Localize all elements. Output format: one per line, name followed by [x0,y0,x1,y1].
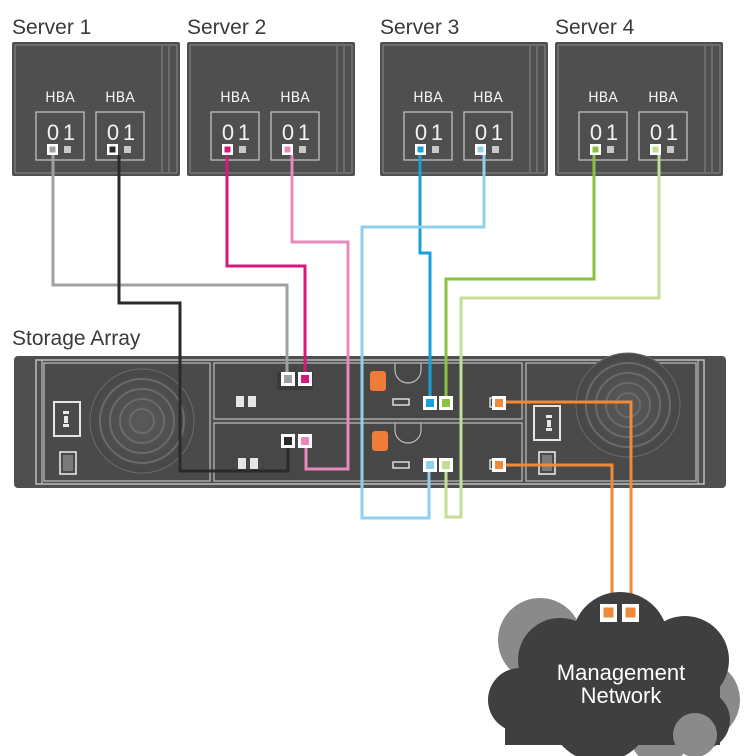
server-1-label: Server 1 [12,16,91,39]
port-number: 0 [107,120,119,145]
port-number: 0 [590,120,602,145]
hba-label: HBA [105,90,135,106]
cable-server4-hba0 [444,155,596,400]
hba-label: HBA [280,90,310,106]
hba-port-icon[interactable] [239,146,246,153]
cable-server4-hba1 [444,155,661,519]
hba-port-icon[interactable] [607,146,614,153]
hba-port-icon[interactable] [64,146,71,153]
ethernet-port-icon[interactable] [250,458,258,469]
port-number: 1 [238,120,250,145]
hba-port-icon[interactable] [667,146,674,153]
server-chassis [12,42,180,176]
ethernet-port-icon[interactable] [238,458,246,469]
power-inlet-icon[interactable] [533,405,561,441]
hba-label: HBA [45,90,75,106]
port-number: 1 [491,120,503,145]
cable-management-ctrl1 [500,463,614,612]
hba-card-0 [403,111,453,161]
status-led-icon [372,431,388,451]
server-3-label: Server 3 [380,16,459,39]
port-number: 1 [63,120,75,145]
hba-card-0 [35,111,85,161]
status-led-icon [370,371,386,391]
hba-label: HBA [413,90,443,106]
hba-label: HBA [473,90,503,106]
port-number: 0 [475,120,487,145]
port-number: 0 [47,120,59,145]
port-number: 0 [650,120,662,145]
hba-label: HBA [220,90,250,106]
power-supply-left [43,362,211,482]
cable-server2-hba0 [225,155,307,378]
cloud-label-line2: Network [581,683,663,708]
power-switch-icon[interactable] [59,451,77,475]
hba-card-1 [270,111,320,161]
cable-server1-hba0 [51,155,289,378]
port-number: 0 [222,120,234,145]
hba-label: HBA [588,90,618,106]
hba-card-1 [638,111,688,161]
array-host-ports [281,372,506,472]
port-number: 0 [415,120,427,145]
hba-card-1 [463,111,513,161]
cable-server3-hba1 [360,155,486,520]
ethernet-port-icon[interactable] [236,396,244,407]
power-switch-icon[interactable] [538,451,556,475]
server-1: Server 1 HBA HBA 0 1 0 1 [12,16,180,176]
port-number: 1 [606,120,618,145]
usb-port-icon[interactable] [392,461,410,469]
fan-grille-icon [575,352,681,458]
port-number: 1 [431,120,443,145]
hba-port-icon[interactable] [299,146,306,153]
hba-port-icon[interactable] [432,146,439,153]
server-4-label: Server 4 [555,16,635,39]
hba-port-icon[interactable] [124,146,131,153]
hba-label: HBA [648,90,678,106]
server-chassis [555,42,723,176]
hba-port-icon[interactable] [492,146,499,153]
port-number: 1 [298,120,310,145]
cable-server2-hba1 [290,155,350,471]
power-inlet-icon[interactable] [53,401,81,437]
storage-array [14,352,726,488]
hba-card-0 [578,111,628,161]
server-chassis [187,42,355,176]
cable-management-ctrl0 [500,400,633,612]
controller-0 [213,362,523,420]
server-chassis [380,42,548,176]
ethernet-port-icon[interactable] [248,396,256,407]
server-2-label: Server 2 [187,16,266,39]
power-supply-right [525,352,697,482]
management-network-cloud: Management Network [488,592,740,756]
cable-server1-hba1 [117,155,290,473]
cables [51,155,661,612]
port-number: 1 [123,120,135,145]
server-4: Server 4 HBA HBA 0 1 0 1 [555,16,723,176]
fan-grille-icon [89,368,195,474]
hba-card-0 [210,111,260,161]
server-2: Server 2 HBA HBA 0 1 0 1 [187,16,355,176]
server-3: Server 3 HBA HBA 0 1 0 1 [380,16,548,176]
usb-port-icon[interactable] [392,398,410,406]
port-number: 1 [666,120,678,145]
cloud-label-line1: Management [557,660,685,685]
cable-server3-hba0 [418,155,432,400]
port-number: 0 [282,120,294,145]
storage-array-label: Storage Array [12,327,141,350]
